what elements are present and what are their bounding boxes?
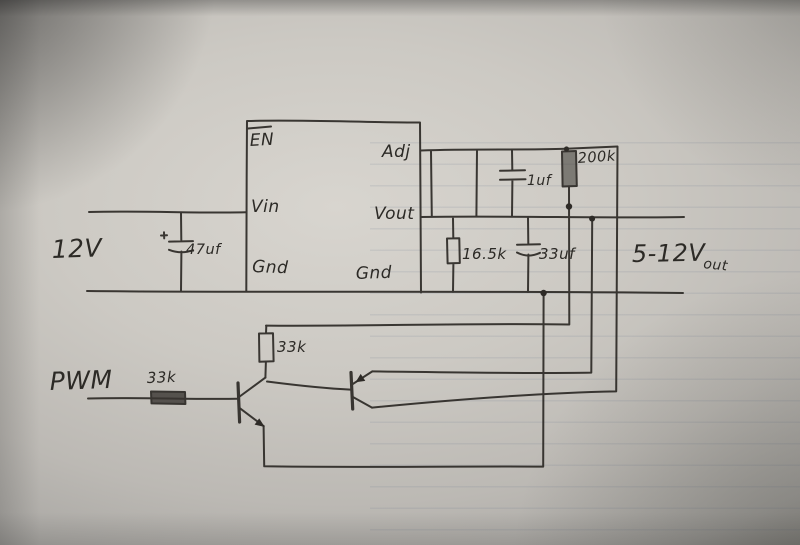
junction-dot <box>540 289 547 297</box>
pin-label-vout: Vout <box>374 204 415 224</box>
capacitor-47uf-symbol <box>160 212 194 293</box>
capacitor-1uf-symbol <box>499 149 527 218</box>
transistor-q1-leads <box>238 376 267 427</box>
label-pwm-series-resistor: 33k <box>147 368 178 387</box>
q2-collector-return-wire <box>371 218 594 375</box>
capacitor-33uf-symbol <box>516 217 541 293</box>
pin-label-adj: Adj <box>381 142 411 162</box>
label-pwm: PWM <box>49 365 113 396</box>
junction-dot <box>563 146 570 152</box>
label-output-capacitor: 33uf <box>539 245 577 263</box>
pin-label-vin: Vin <box>251 197 280 217</box>
pin-label-en: EN <box>249 130 274 151</box>
junction-dot <box>565 203 573 210</box>
resistor-33k-pullup-symbol <box>258 324 275 379</box>
label-feedback-resistor-top: 200k <box>577 148 616 167</box>
label-feedback-resistor-bottom: 16.5k <box>462 245 507 263</box>
transistor-q1-base-bar <box>236 381 242 424</box>
pin-label-gnd-right: Gnd <box>355 263 392 284</box>
en-pin-overline <box>247 125 272 130</box>
transistor-q2-emitter-arrow <box>355 373 366 383</box>
label-output-subscript: out <box>703 256 729 274</box>
pin-label-gnd-left: Gnd <box>252 257 289 278</box>
resistor-200k-symbol <box>561 150 578 188</box>
label-adj-capacitor: 1uf <box>527 173 553 189</box>
junction-dot <box>589 215 596 222</box>
resistor-16p5k-symbol <box>446 217 461 293</box>
q1-q2-base-wire <box>266 380 352 391</box>
resistor-33k-series-symbol <box>150 390 187 405</box>
label-collector-resistor: 33k <box>277 338 307 356</box>
ic-outline <box>245 119 422 294</box>
adj-vout-link-wires <box>430 150 478 218</box>
q1-emitter-ground-wire <box>262 292 545 468</box>
label-output-voltage: 5-12V <box>632 239 707 268</box>
label-input-capacitor: 47uf <box>186 242 222 258</box>
vin-wire <box>88 210 248 214</box>
gnd-rail <box>86 290 684 294</box>
label-input-voltage: 12V <box>51 233 104 264</box>
adj-wire <box>420 145 619 152</box>
feedback-node-wire <box>265 185 571 327</box>
vout-wire <box>420 215 685 219</box>
junction-dots <box>540 146 596 297</box>
transistor-q1-emitter-arrow <box>254 418 265 427</box>
q2-emitter-return-wire <box>371 146 619 409</box>
transistor-q2-base-bar <box>349 370 355 411</box>
